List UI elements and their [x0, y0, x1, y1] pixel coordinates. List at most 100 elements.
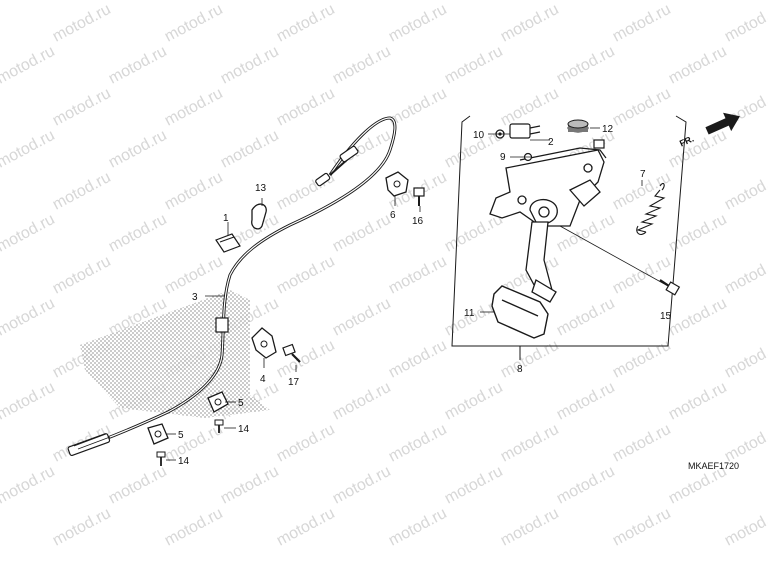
watermark-text: motod.ru: [50, 505, 114, 550]
callout-17: 17: [288, 377, 300, 388]
callout-6: 6: [390, 210, 396, 221]
watermark-text: motod.ru: [274, 421, 338, 466]
part-5-clamp-upper: [207, 391, 229, 413]
watermark-text: motod.ru: [0, 85, 2, 130]
watermark-text: motod.ru: [498, 85, 562, 130]
callout-10: 10: [473, 130, 485, 141]
part-12-cap: [567, 119, 589, 133]
watermark-text: motod.ru: [722, 253, 768, 298]
watermark-text: motod.ru: [162, 1, 226, 46]
watermark-text: motod.ru: [162, 505, 226, 550]
watermark-text: motod.ru: [330, 463, 394, 508]
watermark-text: motod.ru: [666, 379, 730, 424]
watermark-text: motod.ru: [610, 253, 674, 298]
watermark-text: motod.ru: [0, 505, 2, 550]
watermark-text: motod.ru: [50, 1, 114, 46]
watermark-text: motod.ru: [0, 211, 58, 256]
watermark-text: motod.ru: [498, 337, 562, 382]
watermark-text: motod.ru: [0, 0, 58, 4]
watermark-text: motod.ru: [0, 421, 2, 466]
watermark-text: motod.ru: [218, 127, 282, 172]
watermark-text: motod.ru: [610, 85, 674, 130]
callout-7: 7: [640, 169, 646, 180]
watermark-text: motod.ru: [274, 85, 338, 130]
callout-4: 4: [260, 374, 266, 385]
watermark-text: motod.ru: [162, 253, 226, 298]
pedal-bracket: [489, 149, 605, 227]
callout-12: 12: [602, 124, 614, 135]
watermark-text: motod.ru: [0, 1, 2, 46]
switch-bracket: [509, 123, 607, 161]
watermark-text: motod.ru: [330, 0, 394, 4]
watermark-text: motod.ru: [0, 379, 58, 424]
watermark-text: motod.ru: [386, 253, 450, 298]
watermark-text: motod.ru: [442, 379, 506, 424]
watermark-text: motod.ru: [386, 505, 450, 550]
watermark-text: motod.ru: [386, 421, 450, 466]
watermark-text: motod.ru: [666, 295, 730, 340]
part-11-pedal-pad: [491, 285, 549, 339]
callout-2: 2: [548, 137, 554, 148]
watermark-text: motod.ru: [330, 295, 394, 340]
watermark-text: motod.ru: [50, 169, 114, 214]
watermark-text: motod.ru: [274, 337, 338, 382]
watermark-text: motod.ru: [0, 337, 2, 382]
diagram-code: MKAEF1720: [688, 461, 739, 471]
watermark-text: motod.ru: [162, 85, 226, 130]
watermark-text: motod.ru: [330, 379, 394, 424]
part-17-bolt: [282, 343, 301, 363]
watermark-text: motod.ru: [498, 1, 562, 46]
watermark-text: motod.ru: [442, 43, 506, 88]
watermark-text: motod.ru: [162, 169, 226, 214]
watermark-text: motod.ru: [0, 295, 58, 340]
pedal-lever: [525, 221, 557, 303]
watermark-text: motod.ru: [106, 211, 170, 256]
watermark-text: motod.ru: [330, 211, 394, 256]
watermark-text: motod.ru: [0, 43, 58, 88]
callout-14-lower: 14: [178, 456, 190, 467]
watermark-text: motod.ru: [610, 421, 674, 466]
watermark-text: motod.ru: [274, 253, 338, 298]
watermark-text: motod.ru: [106, 43, 170, 88]
part-14-screw-lower: [156, 451, 166, 466]
watermark-text: motod.ru: [386, 1, 450, 46]
watermark-text: motod.ru: [554, 379, 618, 424]
part-7-return-spring: [636, 182, 666, 235]
part-1-clip: [215, 222, 241, 253]
watermark-text: motod.ru: [330, 43, 394, 88]
watermark-text: motod.ru: [722, 421, 768, 466]
watermark-text: motod.ru: [554, 295, 618, 340]
watermark-text: motod.ru: [666, 43, 730, 88]
part-6-cable-holder: [385, 171, 409, 206]
callout-5-upper: 5: [238, 398, 244, 409]
watermark-text: motod.ru: [442, 463, 506, 508]
callout-13: 13: [255, 183, 267, 194]
watermark-text: motod.ru: [218, 0, 282, 4]
watermark-text: motod.ru: [0, 253, 2, 298]
watermark-text: motod.ru: [50, 85, 114, 130]
watermark-text: motod.ru: [0, 127, 58, 172]
part-5-clamp-lower: [147, 423, 169, 445]
watermark-text: motod.ru: [666, 127, 730, 172]
part-14-screw-upper: [214, 419, 224, 433]
callout-labels: 1 2 3 4 5 5 6 7 8 9 10 11 12 13 14 14 15…: [178, 124, 672, 467]
watermark-text: motod.ru: [106, 0, 170, 4]
watermark-text: motod.ru: [274, 505, 338, 550]
watermark-text: motod.ru: [554, 43, 618, 88]
watermark-text: motod.ru: [0, 463, 58, 508]
part-4-holder: [251, 327, 277, 368]
watermark-text: motod.ru: [442, 211, 506, 256]
brake-cable: [67, 116, 397, 456]
callout-15: 15: [660, 311, 672, 322]
watermark-text: motod.ru: [498, 505, 562, 550]
watermark-text: motod.ru: [442, 0, 506, 4]
leader-lines: [166, 127, 643, 461]
callout-5-lower: 5: [178, 430, 184, 441]
part-15-bolt: [559, 225, 681, 296]
callout-9: 9: [500, 152, 506, 163]
watermark-text: motod.ru: [666, 0, 730, 4]
watermark-text: motod.ru: [0, 169, 2, 214]
watermark-text: motod.ru: [218, 463, 282, 508]
